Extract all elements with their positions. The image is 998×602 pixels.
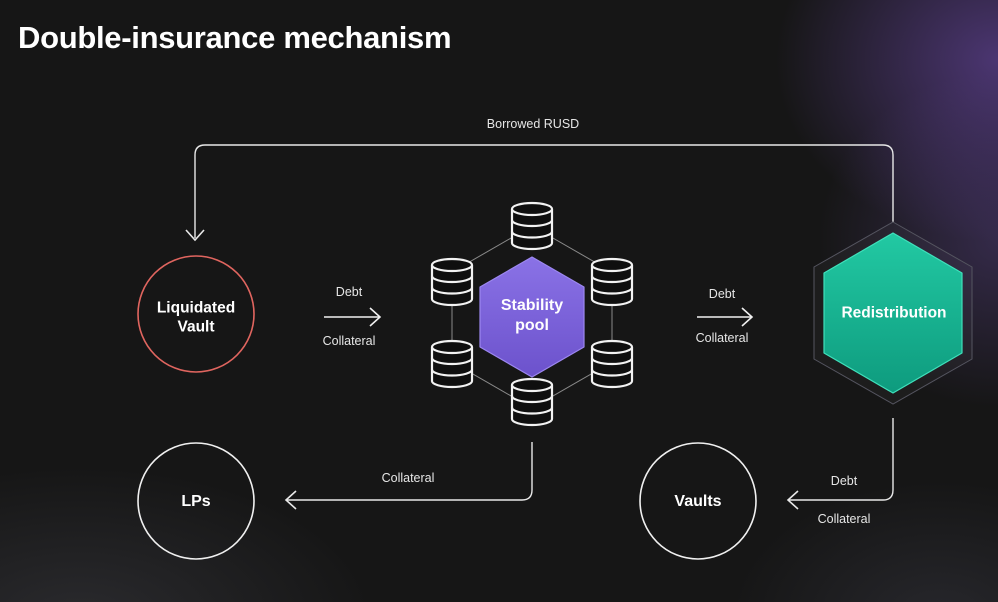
borrowed-rusd-connector — [194, 144, 894, 238]
edge-label-collateral: Collateral — [381, 471, 435, 485]
database-icon — [510, 377, 554, 427]
database-icon — [510, 201, 554, 251]
arrow-down-icon — [185, 229, 205, 242]
redistribution-hexagon — [823, 232, 963, 394]
arrow-left-icon — [284, 490, 297, 510]
redistribution-label: Redistribution — [841, 304, 947, 322]
page-title: Double-insurance mechanism — [18, 20, 452, 55]
edge-label-collateral: Collateral — [322, 334, 376, 348]
lps-label: LPs — [181, 493, 211, 510]
vaults-label: Vaults — [674, 493, 722, 510]
database-icon — [590, 257, 634, 307]
redistribution-to-vaults-connector — [788, 418, 894, 501]
liquidated-vault-label: Liquidated Vault — [156, 299, 236, 336]
stability-pool-hexagon — [479, 256, 585, 378]
liquidated-vault-circle — [137, 255, 255, 373]
edge-label-debt: Debt — [830, 474, 858, 488]
database-icon — [430, 257, 474, 307]
lps-circle — [137, 442, 255, 560]
arrow-left-icon — [786, 490, 799, 510]
pool-to-lps-connector — [286, 442, 533, 501]
edge-label-debt: Debt — [335, 285, 363, 299]
arrow-right-icon — [369, 307, 382, 327]
edge-label-collateral: Collateral — [695, 331, 749, 345]
vaults-circle — [639, 442, 757, 560]
edge-label-debt: Debt — [708, 287, 736, 301]
edge-label-collateral: Collateral — [817, 512, 871, 526]
stability-pool-label: Stability pool — [500, 297, 564, 334]
edge-label-borrowed-rusd: Borrowed RUSD — [486, 117, 580, 131]
redistribution-frame — [813, 221, 973, 405]
database-icon — [590, 339, 634, 389]
arrow-right-icon — [741, 307, 754, 327]
database-icon — [430, 339, 474, 389]
